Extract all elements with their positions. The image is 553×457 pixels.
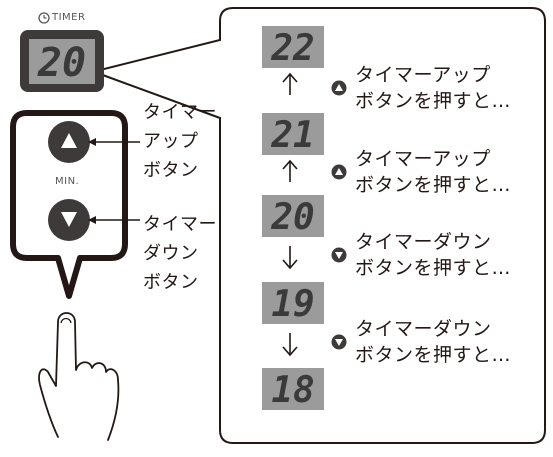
lcd-digits: 18 — [271, 370, 314, 411]
triangle-up-icon — [331, 80, 347, 96]
up-button-caption: タイマー アップ ボタン — [143, 102, 217, 181]
device-display-digits: 20 — [37, 40, 86, 86]
lcd-display-20 — [262, 195, 324, 237]
action-text: タイマーアップ ボタンを押すと… — [355, 64, 512, 112]
action-text: タイマーダウン ボタンを押すと… — [355, 318, 512, 366]
min-label: MIN. — [55, 176, 80, 187]
triangle-down-icon — [331, 247, 347, 263]
down-button-caption: タイマー ダウン ボタン — [143, 214, 217, 293]
arrow-up-icon — [282, 72, 298, 95]
down-button-leader — [88, 216, 140, 224]
fingernail — [60, 317, 72, 324]
action-text: タイマーアップ ボタンを押すと… — [355, 148, 512, 196]
pointing-hand-icon — [38, 312, 120, 441]
lcd-digits: 20 — [270, 197, 314, 238]
lcd-display-19 — [262, 282, 324, 324]
lcd-digits: 19 — [271, 284, 314, 325]
triangle-down-icon — [331, 334, 347, 350]
lcd-display-21 — [262, 113, 324, 155]
clock-icon — [38, 12, 50, 24]
timer-up-button[interactable] — [48, 121, 90, 163]
up-button-leader — [88, 138, 140, 146]
device-display-screen — [29, 39, 95, 84]
lcd-display-18 — [262, 368, 324, 410]
arrow-down-icon — [282, 246, 298, 270]
triangle-up-icon — [331, 164, 347, 180]
timer-label: TIMER — [52, 12, 86, 23]
lcd-digits: 21 — [270, 115, 314, 156]
arrow-down-icon — [282, 333, 298, 357]
lcd-display-22 — [262, 26, 324, 68]
timer-down-button[interactable] — [48, 199, 90, 241]
arrow-up-icon — [282, 159, 298, 182]
action-text: タイマーダウン ボタンを押すと… — [355, 231, 512, 279]
lcd-digits: 22 — [270, 28, 314, 69]
